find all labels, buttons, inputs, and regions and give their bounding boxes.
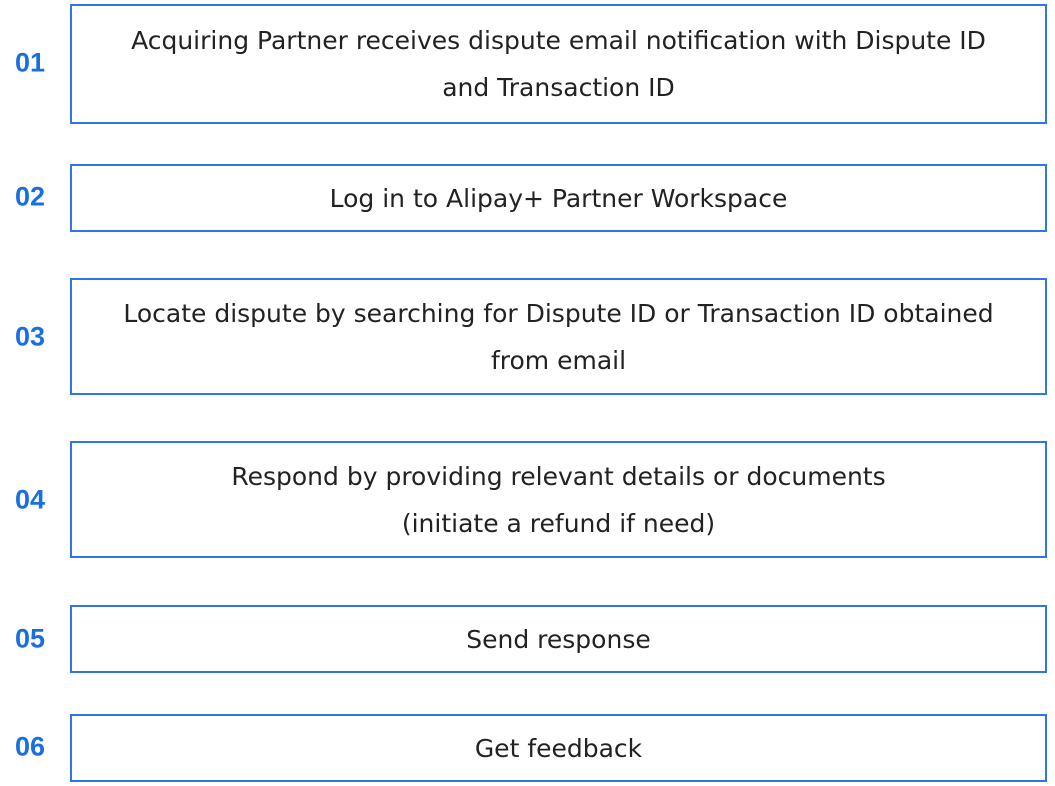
step-box-02: Log in to Alipay+ Partner Workspace [70,164,1047,232]
step-number-06: 06 [14,731,46,762]
step-text-04: Respond by providing relevant details or… [231,453,885,547]
step-text-line: Locate dispute by searching for Dispute … [123,298,994,328]
step-text-line: from email [490,345,627,375]
step-text-06: Get feedback [475,725,642,772]
step-number-03: 03 [14,321,46,352]
step-text-05: Send response [466,616,650,663]
step-box-01: Acquiring Partner receives dispute email… [70,4,1047,124]
step-text-line: (initiate a refund if need) [401,508,716,538]
step-text-line: Send response [466,624,651,654]
step-text-02: Log in to Alipay+ Partner Workspace [330,175,788,222]
step-text-line: Acquiring Partner receives dispute email… [131,26,986,55]
step-text-03: Locate dispute by searching for Dispute … [123,290,993,384]
step-box-03: Locate dispute by searching for Dispute … [70,278,1047,395]
step-number-04: 04 [14,484,46,515]
step-box-05: Send response [70,605,1047,673]
step-number-01: 01 [14,47,46,78]
step-text-line: Respond by providing relevant details or… [231,461,886,491]
step-text-line: and Transaction ID [442,73,675,102]
step-text-line: Log in to Alipay+ Partner Workspace [329,183,788,213]
step-text-line: Get feedback [474,733,643,763]
step-number-05: 05 [14,623,46,654]
step-text-01: Acquiring Partner receives dispute email… [131,17,986,111]
step-box-06: Get feedback [70,714,1047,782]
step-number-02: 02 [14,181,46,212]
step-box-04: Respond by providing relevant details or… [70,441,1047,558]
